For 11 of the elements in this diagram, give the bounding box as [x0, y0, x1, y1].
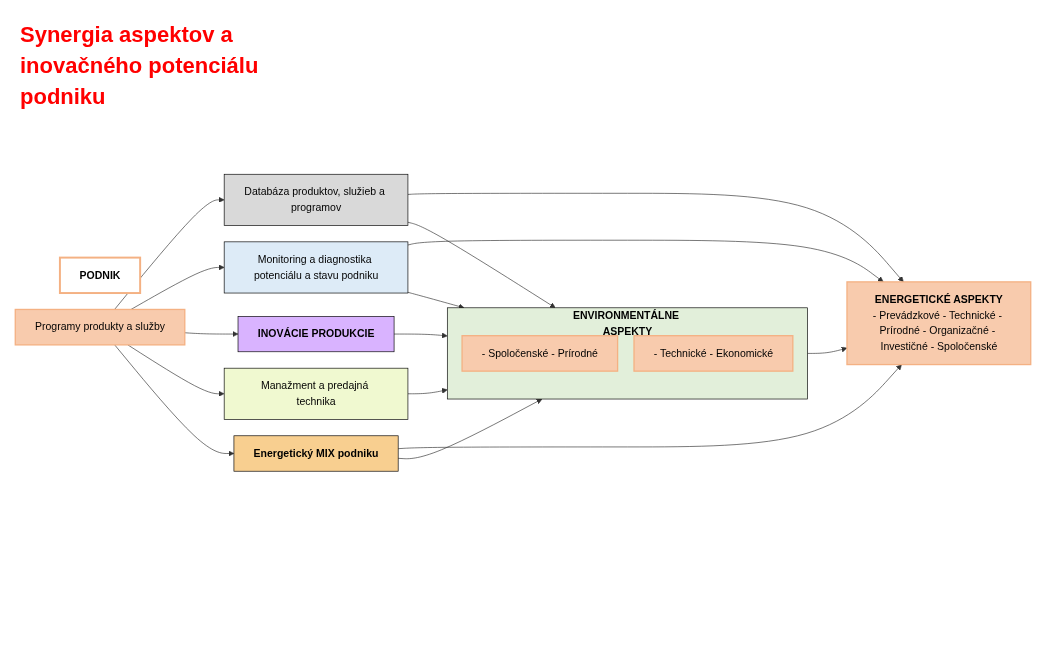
node-box: - Technické - Ekonomické [633, 334, 794, 372]
node-box: Databáza produktov, služieb a programov [223, 173, 409, 226]
node-box: PODNIK [58, 256, 142, 294]
node-box: INOVÁCIE PRODUKCIE [237, 315, 395, 352]
node-box: Monitoring a diagnostika potenciálu a stavu podniku [223, 241, 409, 294]
node-box: Manažment a predajná technika [223, 367, 409, 420]
node-box: Programy produkty a služby [14, 308, 186, 346]
node-box: - Spoločenské - Prírodné [461, 334, 619, 372]
diagram-title: Synergia aspektov a inovačného potenciálu podniku [20, 21, 260, 111]
node-box: ENERGETICKÉ ASPEKTY - Prevádzkové - Technické - Prírodné - Organizačné - Investičné - Spoločenské [846, 281, 1032, 365]
node-box: Energetický MIX podniku [233, 435, 399, 472]
